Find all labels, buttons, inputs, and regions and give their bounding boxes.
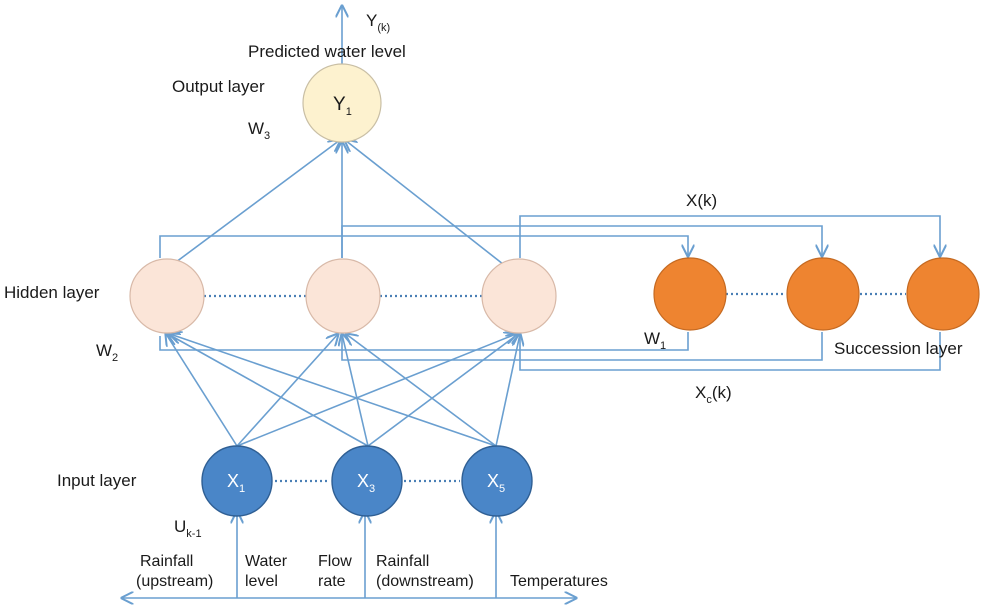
- input-layer-label: Input layer: [57, 471, 137, 490]
- svg-text:rate: rate: [318, 573, 346, 590]
- svg-text:(downstream): (downstream): [376, 573, 474, 590]
- hidden-to-succession-copy-lines: [159, 215, 940, 258]
- svg-text:X3: X3: [357, 471, 375, 495]
- predicted-water-level-label: Predicted water level: [248, 42, 406, 61]
- feature-water-level: Water level: [245, 553, 288, 590]
- feature-temperatures: Temperatures: [510, 573, 608, 590]
- hidden-node-2: [305, 258, 381, 334]
- succession-nodes: [653, 257, 980, 331]
- input-feed-lines: [122, 512, 576, 598]
- input-node-x3: X3: [331, 445, 403, 517]
- svg-text:Y1: Y1: [333, 94, 352, 118]
- svg-text:X1: X1: [227, 471, 245, 495]
- output-layer-label: Output layer: [172, 77, 265, 96]
- succession-to-hidden-context-lines: [159, 332, 941, 371]
- hidden-layer-label: Hidden layer: [4, 283, 100, 302]
- w1-label: W1: [644, 329, 666, 352]
- output-yk-label: Y(k): [366, 11, 390, 34]
- output-node: Y1: [302, 63, 382, 143]
- feature-rainfall-upstream: Rainfall (upstream): [136, 553, 213, 590]
- svg-text:Rainfall: Rainfall: [140, 553, 193, 570]
- succession-node-1: [653, 257, 727, 331]
- hidden-node-1: [129, 258, 205, 334]
- svg-text:Temperatures: Temperatures: [510, 573, 608, 590]
- feature-flow-rate: Flow rate: [318, 553, 352, 590]
- succession-layer-label: Succession layer: [834, 339, 963, 358]
- svg-text:level: level: [245, 573, 278, 590]
- uk1-label: Uk-1: [174, 517, 202, 540]
- svg-text:X5: X5: [487, 471, 505, 495]
- succession-node-3: [906, 257, 980, 331]
- feature-rainfall-downstream: Rainfall (downstream): [376, 553, 474, 590]
- hidden-nodes: [129, 258, 557, 334]
- svg-text:(upstream): (upstream): [136, 573, 213, 590]
- input-to-hidden-edges: [166, 334, 520, 447]
- w3-label: W3: [248, 119, 270, 142]
- xck-label: Xc(k): [695, 383, 732, 406]
- hidden-node-3: [481, 258, 557, 334]
- input-node-x1: X1: [201, 445, 273, 517]
- svg-text:Flow: Flow: [318, 553, 352, 570]
- svg-text:Rainfall: Rainfall: [376, 553, 429, 570]
- succession-node-2: [786, 257, 860, 331]
- hidden-to-output-edges: [167, 140, 509, 269]
- svg-text:Water: Water: [245, 553, 288, 570]
- layer-dotted-connectors: [204, 292, 906, 483]
- input-node-x5: X5: [461, 445, 533, 517]
- xk-label: X(k): [686, 191, 717, 210]
- w2-label: W2: [96, 341, 118, 364]
